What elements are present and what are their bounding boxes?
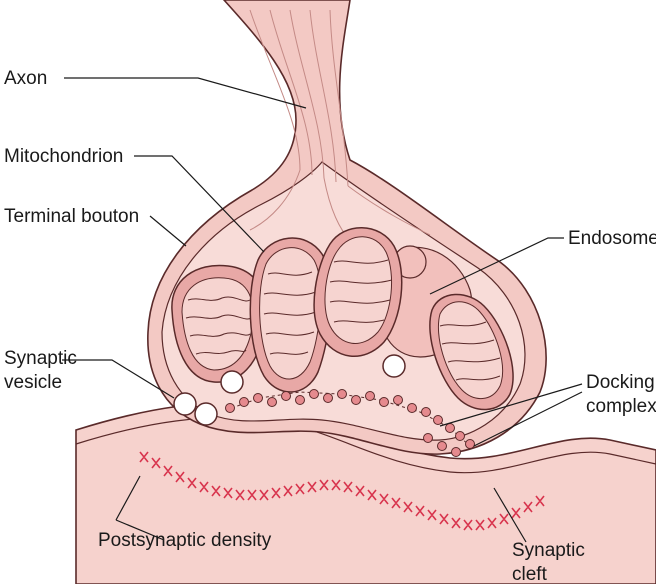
docking-bead — [323, 393, 333, 403]
docking-bead — [281, 391, 291, 401]
postsynaptic-inner-membrane — [75, 416, 656, 474]
synaptic-vesicles — [173, 354, 406, 426]
label-synaptic-vesicle-line2: vesicle — [4, 372, 62, 393]
label-docking-complex-line1: Docking — [586, 372, 655, 393]
docking-bead — [393, 395, 403, 405]
endosome-leader — [429, 237, 564, 295]
docking-bead — [433, 415, 443, 425]
docking-bead — [225, 403, 235, 413]
label-postsynaptic-density: Postsynaptic density — [98, 530, 272, 551]
synaptic-vesicle — [173, 392, 197, 416]
label-axon: Axon — [4, 68, 47, 89]
axon-filaments — [249, 9, 431, 241]
docking-complex-leader-2 — [473, 391, 583, 447]
docking-bead — [239, 397, 249, 407]
label-docking-complex-line2: complex — [586, 396, 656, 417]
docking-complex — [225, 389, 475, 457]
terminal-bouton-leader — [149, 215, 187, 247]
docking-bead — [253, 393, 263, 403]
postsynaptic-density-leader-2 — [115, 519, 165, 541]
label-synaptic-vesicle-line1: Synaptic — [4, 348, 77, 369]
docking-bead — [421, 407, 431, 417]
docking-bead — [455, 431, 465, 441]
mitochondrion-4 — [429, 293, 514, 411]
docking-bead — [445, 423, 455, 433]
label-terminal-bouton: Terminal bouton — [4, 206, 139, 227]
docking-bead — [451, 447, 461, 457]
docking-bead — [379, 397, 389, 407]
axon-leader — [64, 77, 307, 109]
postsynaptic-density-marks — [139, 451, 545, 531]
docking-bead — [337, 389, 347, 399]
docking-complex-leader-1 — [439, 383, 583, 427]
mitochondrion-leader — [134, 155, 265, 253]
docking-bead — [365, 391, 375, 401]
docking-bead — [267, 397, 277, 407]
synaptic-vesicle — [194, 402, 218, 426]
docking-bead — [423, 433, 433, 443]
label-endosome: Endosome — [568, 228, 656, 249]
synaptic-vesicle — [220, 370, 244, 394]
mitochondrion-2 — [249, 237, 332, 393]
docking-bead — [465, 439, 475, 449]
label-mitochondrion: Mitochondrion — [4, 146, 123, 167]
docking-bead — [295, 395, 305, 405]
synaptic-vesicle — [382, 354, 406, 378]
synaptic-cleft-leader — [493, 487, 527, 543]
label-synaptic-cleft-line1: Synaptic — [512, 540, 585, 561]
docking-bead — [351, 395, 361, 405]
docking-bead — [407, 403, 417, 413]
mitochondrion-3 — [313, 227, 403, 357]
label-synaptic-cleft-line2: cleft — [512, 564, 548, 584]
synaptic-vesicle-leader — [62, 359, 175, 399]
postsynaptic-density-leader-1 — [115, 475, 141, 521]
docking-bead — [309, 389, 319, 399]
docking-bead — [437, 441, 447, 451]
leader-lines — [62, 77, 583, 543]
mitochondrion-1 — [171, 264, 267, 383]
